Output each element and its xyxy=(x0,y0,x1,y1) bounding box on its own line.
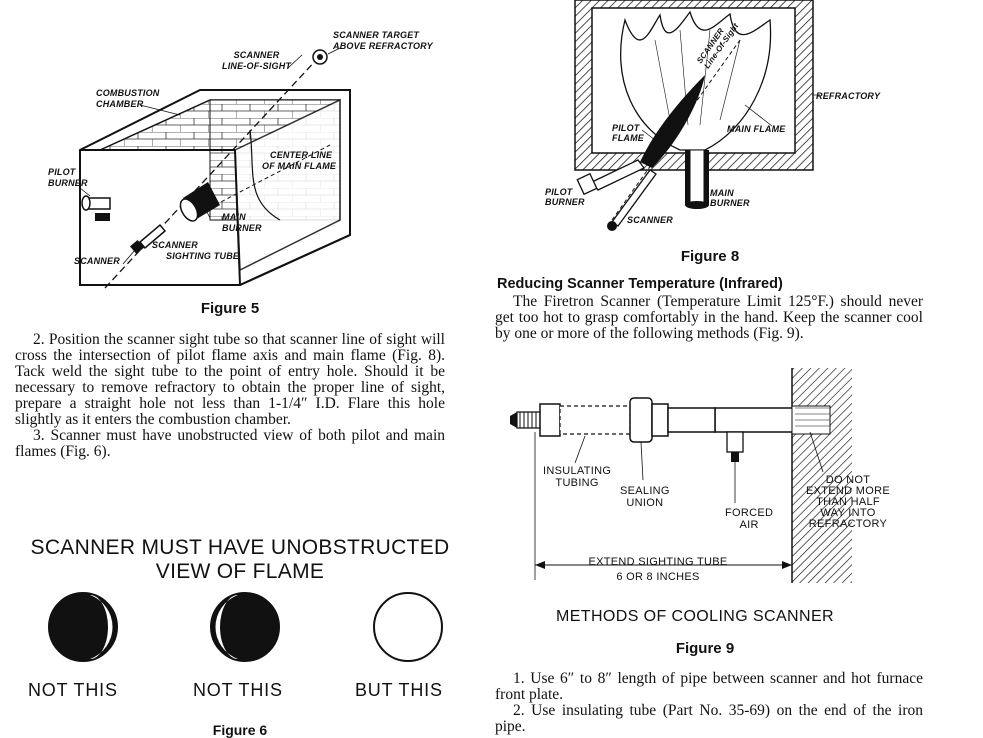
figure-5-diagram xyxy=(79,47,351,289)
instruction-step-2: 2. Position the scanner sight tube so th… xyxy=(15,331,445,428)
pilot-burner-fig8 xyxy=(576,159,645,196)
figure-6-caption: Figure 6 xyxy=(212,722,268,738)
label-scanner-fig8: SCANNER xyxy=(627,215,673,225)
figure-9-diagram xyxy=(510,368,852,583)
sighting-tube xyxy=(129,223,167,255)
section-heading: Reducing Scanner Temperature (Infrared) xyxy=(497,276,783,292)
circle-obstructed-right xyxy=(210,592,280,662)
figure-8-diagram xyxy=(574,0,820,231)
figure-9-title: METHODS OF COOLING SCANNER xyxy=(556,608,834,625)
method-1: 1. Use 6″ to 8″ length of pipe between s… xyxy=(495,670,923,703)
label-not-this-1: NOT THIS xyxy=(28,680,118,700)
left-instructions: 2. Position the scanner sight tube so th… xyxy=(15,332,445,460)
label-scanner-fig5: SCANNER xyxy=(74,256,120,266)
right-paragraph: The Firetron Scanner (Temperature Limit … xyxy=(495,293,923,342)
label-refractory: REFRACTORY xyxy=(816,91,881,101)
label-main-flame: MAIN FLAME xyxy=(727,124,786,134)
figure-8-caption: Figure 8 xyxy=(680,248,740,265)
method-2: 2. Use insulating tube (Part No. 35-69) … xyxy=(495,702,923,735)
main-burner-fig8 xyxy=(685,149,709,209)
figure-9-caption: Figure 9 xyxy=(675,640,735,657)
instruction-step-3: 3. Scanner must have unobstructed view o… xyxy=(15,427,445,460)
label-but-this: BUT THIS xyxy=(355,680,443,700)
label-not-this-2: NOT THIS xyxy=(193,680,283,700)
flame-view-circles xyxy=(48,592,443,662)
figure-5-caption: Figure 5 xyxy=(200,300,260,317)
figure-6-banner: SCANNER MUST HAVE UNOBSTRUCTED VIEW OF F… xyxy=(30,536,450,583)
circle-obstructed-left xyxy=(48,592,118,662)
main-burner-cylinder xyxy=(179,182,220,222)
pilot-burner-pipe xyxy=(81,195,111,221)
cooling-methods-list: 1. Use 6″ to 8″ length of pipe between s… xyxy=(495,671,923,735)
scanner-fig8 xyxy=(607,169,657,231)
circle-unobstructed xyxy=(373,592,443,662)
